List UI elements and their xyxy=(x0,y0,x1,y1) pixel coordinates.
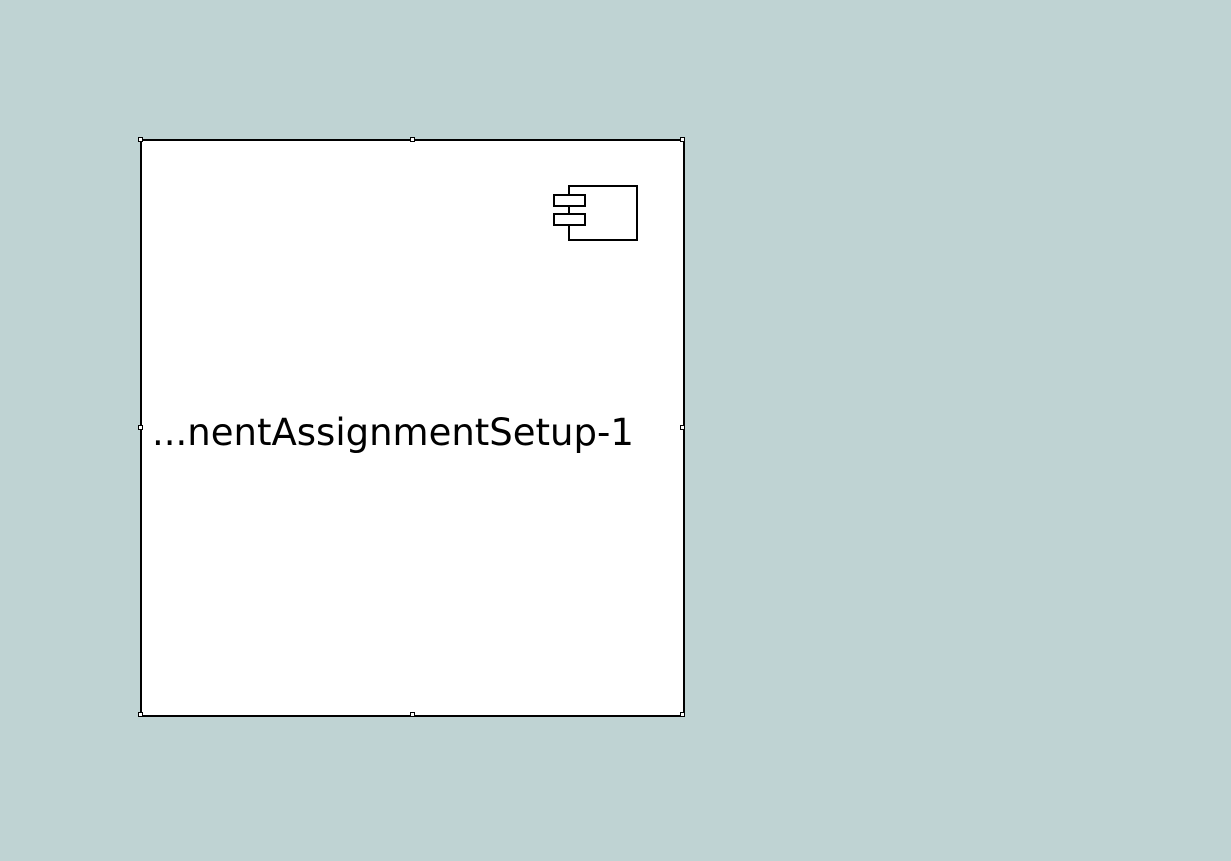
resize-handle-top-right[interactable] xyxy=(680,137,685,142)
resize-handle-bottom-center[interactable] xyxy=(410,712,415,717)
component-node[interactable]: ...nentAssignmentSetup-1 xyxy=(138,137,685,717)
resize-handle-middle-right[interactable] xyxy=(680,425,685,430)
uml-component-icon xyxy=(553,185,638,241)
component-name-label: ...nentAssignmentSetup-1 xyxy=(152,411,634,454)
resize-handle-top-left[interactable] xyxy=(138,137,143,142)
resize-handle-top-center[interactable] xyxy=(410,137,415,142)
resize-handle-bottom-right[interactable] xyxy=(680,712,685,717)
resize-handle-middle-left[interactable] xyxy=(138,425,143,430)
resize-handle-bottom-left[interactable] xyxy=(138,712,143,717)
